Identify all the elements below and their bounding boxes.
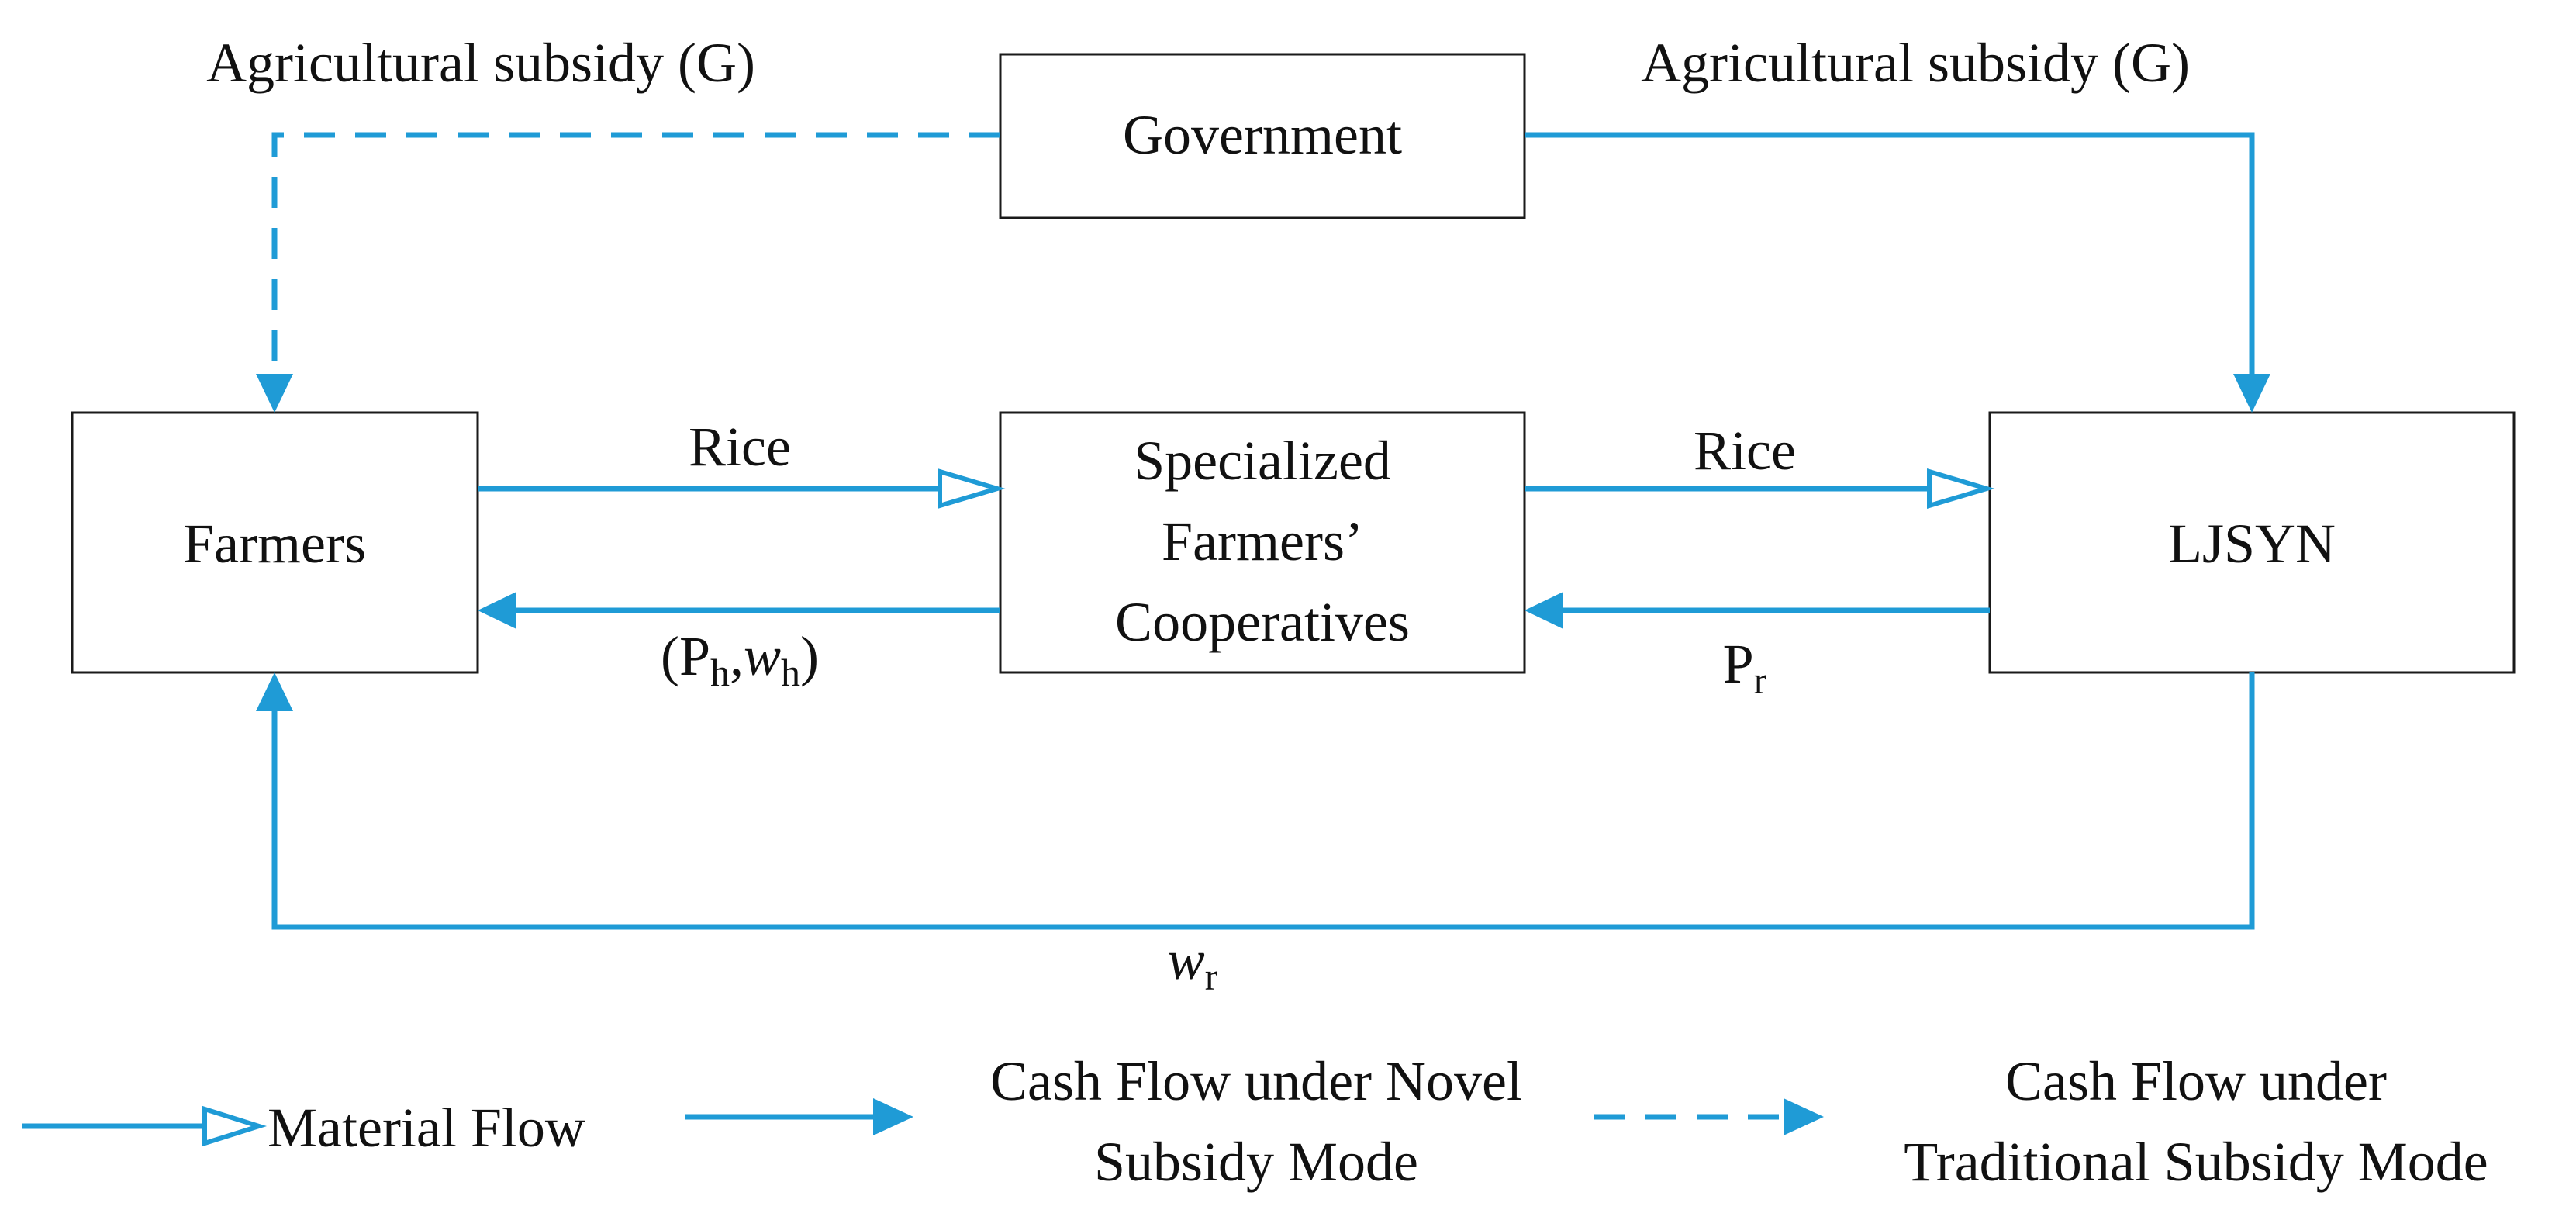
ljsyn-node: LJSYN bbox=[1988, 411, 2516, 674]
cooperatives-label-line2: Farmers’ bbox=[1162, 510, 1363, 572]
arrowhead-icon bbox=[1525, 592, 1563, 629]
government-node: Government bbox=[999, 53, 1526, 219]
cooperatives-label-line3: Cooperatives bbox=[1115, 591, 1410, 653]
ljsyn-to-farmers-label: wr bbox=[1168, 929, 1218, 998]
arrowhead-icon bbox=[478, 592, 516, 629]
legend-novel-cash-flow: Cash Flow under Novel Subsidy Mode bbox=[685, 1050, 1522, 1193]
traditional-subsidy-label: Agricultural subsidy (G) bbox=[206, 32, 755, 94]
rice-to-coop-flow: Rice bbox=[478, 416, 1006, 510]
legend-traditional-label-line1: Cash Flow under bbox=[2005, 1050, 2387, 1112]
hollow-arrowhead-icon bbox=[202, 1105, 268, 1147]
ljsyn-to-farmers-flow: wr bbox=[256, 672, 2255, 998]
ljsyn-payment-flow: Pr bbox=[1525, 592, 1990, 702]
coop-payment-label: (Ph,wh) bbox=[661, 625, 819, 694]
novel-subsidy-flow: Agricultural subsidy (G) bbox=[1525, 32, 2270, 413]
legend-traditional-label-line2: Traditional Subsidy Mode bbox=[1904, 1131, 2488, 1193]
farmers-node: Farmers bbox=[71, 411, 479, 674]
legend-novel-label-line1: Cash Flow under Novel bbox=[990, 1050, 1522, 1112]
arrowhead-icon bbox=[256, 672, 293, 711]
arrowhead-icon bbox=[873, 1098, 913, 1135]
ljsyn-label: LJSYN bbox=[2168, 513, 2336, 575]
farmers-label: Farmers bbox=[183, 513, 366, 575]
rice-to-coop-label: Rice bbox=[689, 416, 791, 478]
traditional-subsidy-flow: Agricultural subsidy (G) bbox=[206, 32, 1000, 413]
arrowhead-icon bbox=[1784, 1098, 1824, 1135]
arrowhead-icon bbox=[256, 374, 293, 413]
coop-payment-flow: (Ph,wh) bbox=[478, 592, 1000, 694]
rice-to-ljsyn-flow: Rice bbox=[1525, 420, 1995, 510]
cooperatives-label-line1: Specialized bbox=[1134, 430, 1391, 492]
legend-novel-label-line2: Subsidy Mode bbox=[1094, 1131, 1418, 1193]
ljsyn-payment-label: Pr bbox=[1723, 633, 1767, 702]
legend-material-label: Material Flow bbox=[268, 1097, 585, 1159]
cooperatives-node: Specialized Farmers’ Cooperatives bbox=[999, 411, 1526, 674]
legend-material-flow: Material Flow bbox=[22, 1097, 585, 1159]
legend: Material Flow Cash Flow under Novel Subs… bbox=[22, 1050, 2488, 1193]
rice-to-ljsyn-label: Rice bbox=[1694, 420, 1796, 482]
hollow-arrowhead-icon bbox=[1927, 468, 1995, 510]
novel-subsidy-label: Agricultural subsidy (G) bbox=[1641, 32, 2190, 94]
hollow-arrowhead-icon bbox=[938, 468, 1006, 510]
government-label: Government bbox=[1123, 104, 1402, 166]
legend-traditional-cash-flow: Cash Flow under Traditional Subsidy Mode bbox=[1594, 1050, 2488, 1193]
arrowhead-icon bbox=[2233, 374, 2270, 413]
